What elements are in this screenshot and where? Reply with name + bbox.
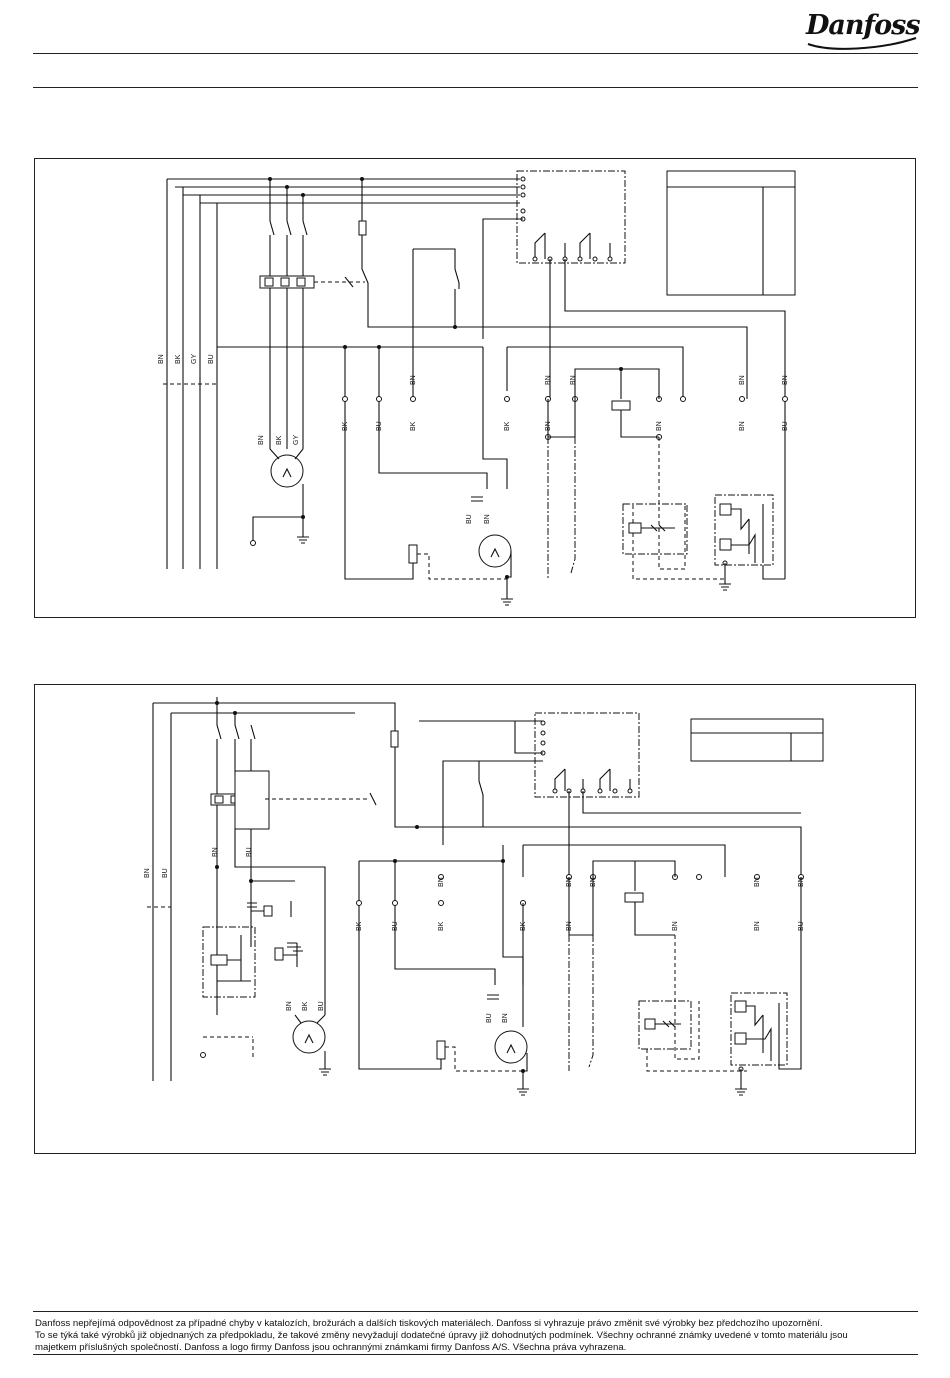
logo-text: Danfoss [806, 10, 921, 41]
wire-label-upper-7: BN [570, 375, 577, 385]
bottom-fan-label-1: BU [486, 1013, 493, 1023]
supply-label-1: BN [158, 354, 165, 364]
danfoss-logo [800, 8, 920, 52]
wire-label-lower-3: BK [410, 421, 417, 431]
wire-label-upper-5: BN [410, 375, 417, 385]
supply-label-4: BU [208, 354, 215, 364]
header-rule-top [33, 53, 918, 54]
disclaimer-line-3: majetkem příslušných společností. Danfos… [35, 1342, 627, 1353]
wire-label-upper-6: BN [545, 375, 552, 385]
wiring-diagram-top: BN BK GY BN BK GY BU BN BN BN BN BN BK B… [34, 158, 916, 618]
terminal-row-upper [410, 396, 788, 402]
motor-wire-label-2: BK [276, 435, 283, 445]
bottom-wire-label-lower-3: BK [438, 921, 445, 931]
fan-wire-label-2: BN [484, 514, 491, 524]
motor-supply-label-1: BN [212, 847, 219, 857]
logo-swoosh-icon [807, 37, 917, 50]
bottom-wire-label-lower-6: BN [672, 921, 679, 931]
wire-label-lower-8: BU [782, 421, 789, 431]
bottom-supply-label-1: BN [144, 868, 151, 878]
bottom-wire-label-lower-2: BU [392, 921, 399, 931]
wire-label-lower-6: BN [656, 421, 663, 431]
bottom-terminal-row-upper [438, 874, 804, 880]
wire-label-lower-4: BK [504, 421, 511, 431]
bottom-wire-label-lower-1: BK [356, 921, 363, 931]
wiring-diagram-bottom: BN BU BN BK BU BN BU [34, 684, 916, 1154]
supply-label-2: BK [175, 354, 182, 364]
footer-rule-bottom [33, 1354, 918, 1355]
bottom-motor-label-1: BN [286, 1001, 293, 1011]
bottom-wire-label-upper-8: BN [754, 877, 761, 887]
disclaimer-line-2: To se týká také výrobků již objednaných … [35, 1330, 848, 1341]
disclaimer-line-1: Danfoss nepřejímá odpovědnost za případn… [35, 1318, 823, 1329]
fan-wire-label-1: BU [466, 514, 473, 524]
bottom-terminal-row-lower [356, 900, 526, 906]
wire-label-lower-7: BN [739, 421, 746, 431]
motor-supply-label-2: BU [246, 847, 253, 857]
motor-wire-label-3: GY [293, 435, 300, 445]
bottom-motor-label-3: BU [318, 1001, 325, 1011]
wire-label-lower-2: BU [376, 421, 383, 431]
bottom-supply-label-2: BU [162, 868, 169, 878]
wire-label-upper-8: BN [739, 375, 746, 385]
bottom-motor-label-2: BK [302, 1001, 309, 1011]
footer-rule-top [33, 1311, 918, 1312]
wiring-diagram-bottom-svg: BN BU BN BK BU BN BU [144, 697, 824, 1096]
bottom-wire-label-upper-5: BN [438, 877, 445, 887]
supply-label-3: GY [191, 354, 198, 364]
wire-label-lower-1: BK [342, 421, 349, 431]
header-rule-bottom [33, 87, 918, 88]
bottom-wire-label-lower-7: BN [754, 921, 761, 931]
wiring-diagram-top-svg: BN BK GY BN BK GY BU BN BN BN BN BN BK B… [158, 170, 796, 606]
footer-disclaimer: Danfoss nepřejímá odpovědnost za případn… [35, 1318, 915, 1354]
bottom-fan-label-2: BN [502, 1013, 509, 1023]
motor-wire-label-1: BN [258, 435, 265, 445]
wire-label-upper-9: BN [782, 375, 789, 385]
